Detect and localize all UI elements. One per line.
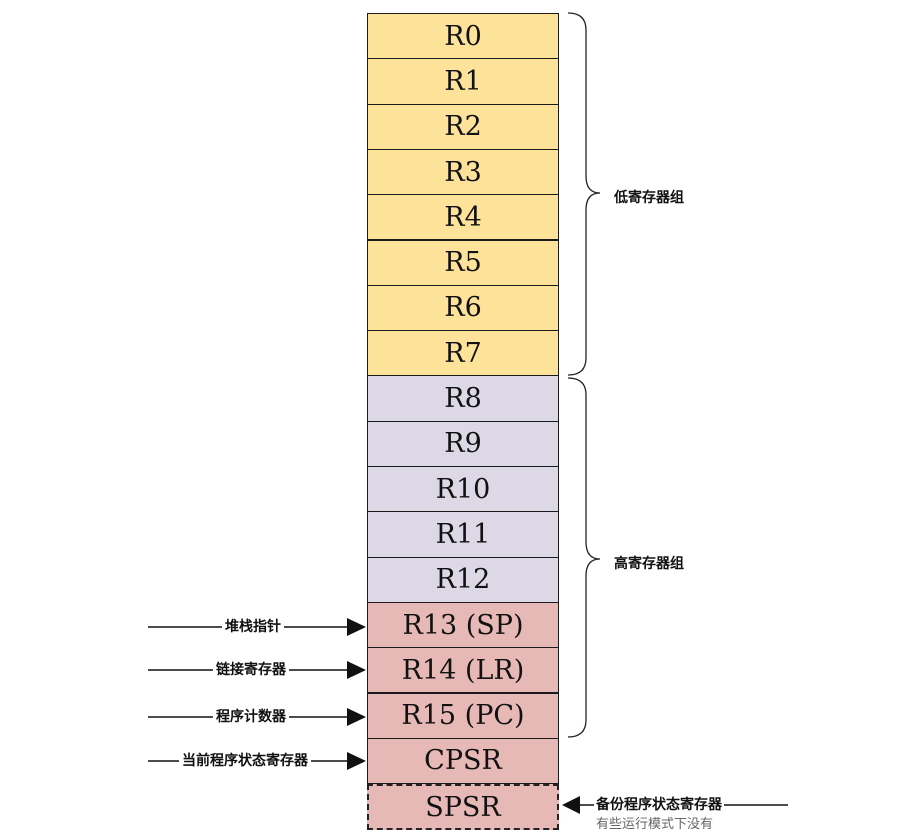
register-cpsr: CPSR xyxy=(367,737,559,785)
lr-label: 链接寄存器 xyxy=(213,661,289,679)
register-r4: R4 xyxy=(367,194,559,241)
low-group-brace xyxy=(567,12,601,376)
register-r2: R2 xyxy=(367,103,559,150)
register-r6: R6 xyxy=(367,284,559,332)
high-group-brace xyxy=(567,377,601,738)
register-r0: R0 xyxy=(367,13,559,60)
register-r11: R11 xyxy=(367,511,559,558)
register-r15-pc: R15 (PC) xyxy=(367,692,559,739)
register-spsr: SPSR xyxy=(367,784,559,831)
cpsr-label: 当前程序状态寄存器 xyxy=(179,752,311,770)
sp-label: 堆栈指针 xyxy=(222,618,284,636)
register-r14-lr: R14 (LR) xyxy=(367,647,559,694)
register-r7: R7 xyxy=(367,330,559,377)
spsr-note: 有些运行模式下没有 xyxy=(596,817,714,832)
low-group-label: 低寄存器组 xyxy=(612,189,686,207)
high-group-label: 高寄存器组 xyxy=(612,555,686,573)
register-r9: R9 xyxy=(367,420,559,467)
register-r8: R8 xyxy=(367,375,559,422)
register-r3: R3 xyxy=(367,148,559,196)
pc-label: 程序计数器 xyxy=(213,708,289,726)
register-r5: R5 xyxy=(367,239,559,286)
register-r13-sp: R13 (SP) xyxy=(367,601,559,649)
spsr-label: 备份程序状态寄存器 xyxy=(594,796,724,814)
